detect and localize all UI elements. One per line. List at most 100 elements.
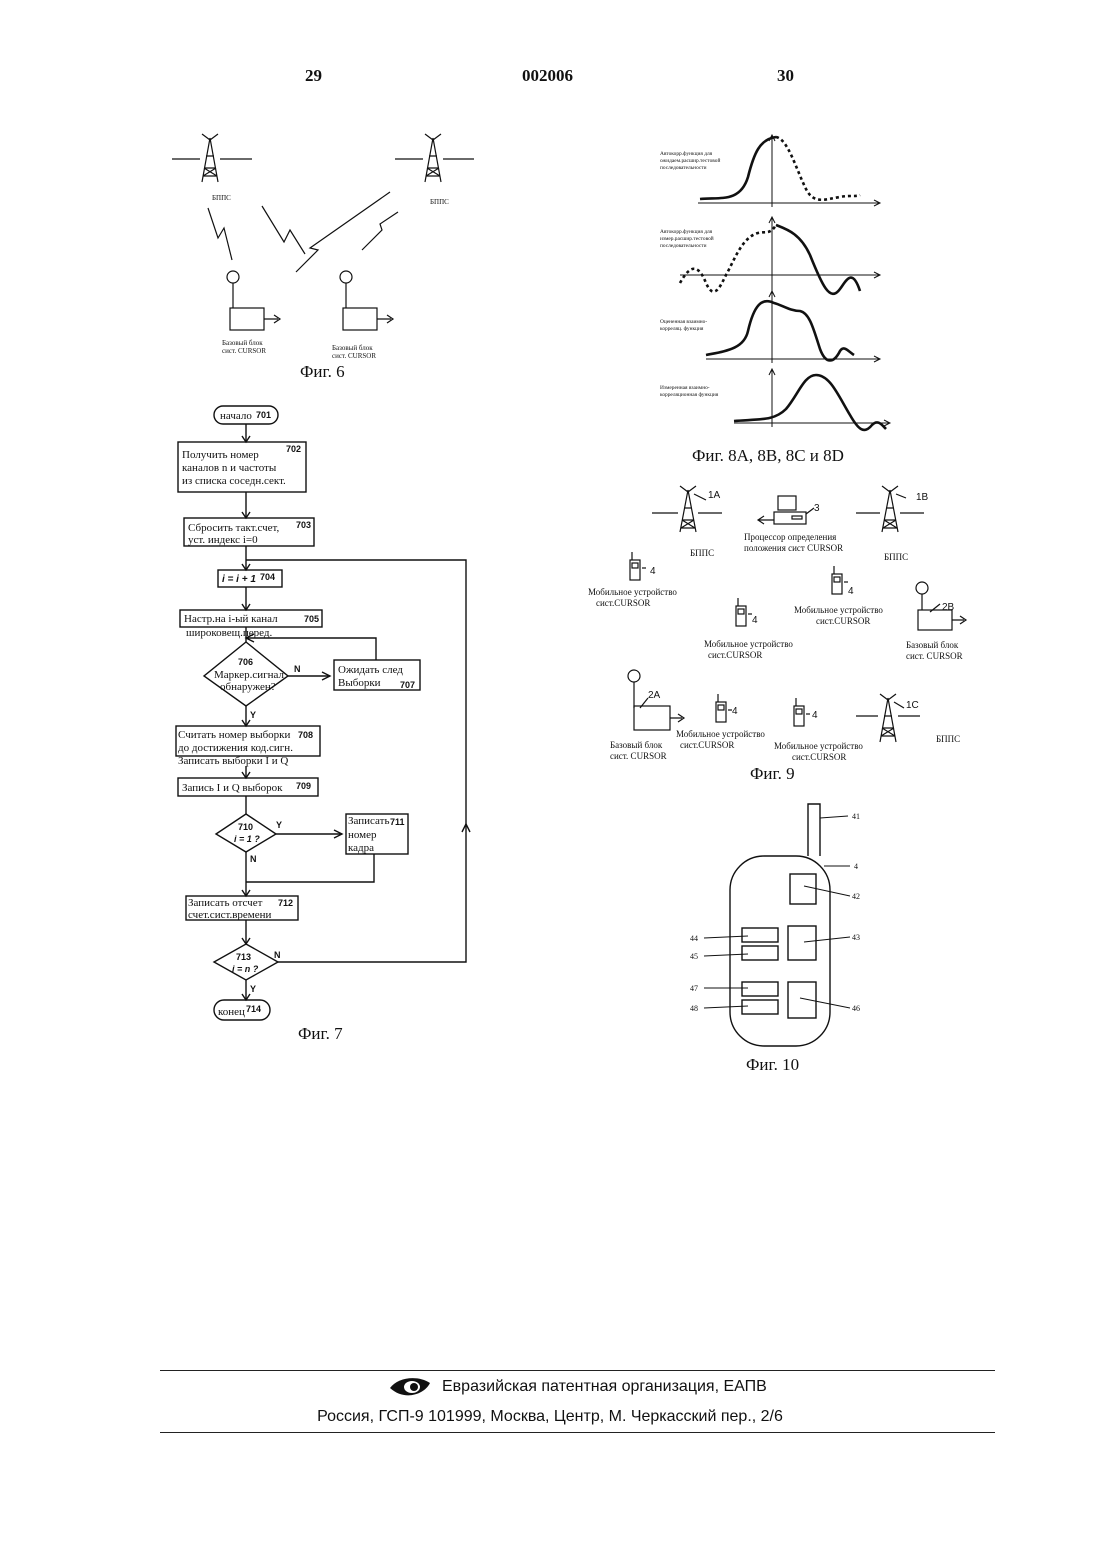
- ref-number: 2B: [942, 602, 955, 613]
- box-text: Выборки: [338, 677, 381, 689]
- branch-label: N: [250, 854, 257, 864]
- mobile-label: Мобильное устройство: [704, 639, 793, 649]
- correlation-curve: [734, 375, 886, 430]
- curve-label: последовательности: [660, 165, 707, 171]
- box-text: из списка соседн.сект.: [182, 475, 286, 487]
- figure-10: 41 4 42 43 44 45 46 47 48: [680, 800, 880, 1055]
- curve-label: корреляционная функция: [660, 391, 719, 398]
- step-number: 708: [298, 730, 313, 740]
- signal-path: [208, 208, 232, 260]
- mobile-phone-icon: [832, 566, 848, 594]
- ref-number: 47: [690, 984, 698, 993]
- base-unit-label: Базовый блок: [906, 640, 959, 650]
- step-number: 705: [304, 614, 319, 624]
- decision-713: [214, 944, 278, 980]
- mobile-phone-icon: [630, 552, 646, 580]
- ref-number: 2A: [648, 690, 661, 701]
- tower-label: БППС: [884, 552, 908, 562]
- curve-label: Оцененная взаимно-: [660, 319, 707, 325]
- box-text: Ожидать след: [338, 664, 403, 676]
- mobile-label: Мобильное устройство: [774, 741, 863, 751]
- decision-710: [216, 814, 276, 852]
- antenna: [808, 804, 820, 856]
- signal-path: [362, 212, 398, 250]
- box-text: номер: [348, 829, 377, 841]
- branch-label: Y: [250, 984, 256, 994]
- box-text: счет.сист.времени: [188, 909, 271, 921]
- figure-7-caption: Фиг. 7: [298, 1024, 343, 1044]
- tower-label: БППС: [212, 194, 231, 202]
- footer-rule-bottom: [160, 1432, 995, 1433]
- box-text: Сбросить такт.счет,: [188, 522, 279, 534]
- unit-label: Базовый блок: [332, 344, 373, 352]
- curve-label: Автокорр.функция для: [660, 150, 713, 157]
- figure-7-flowchart: начало 701 Получить номер каналов n и ча…: [170, 400, 480, 1025]
- step-number: 704: [260, 572, 275, 582]
- ref-number: 45: [690, 952, 698, 961]
- correlation-curve: [776, 225, 860, 294]
- ref-number: 4: [848, 586, 854, 597]
- mobile-label: сист.CURSOR: [596, 598, 650, 608]
- step-number: 714: [246, 1004, 261, 1014]
- base-unit-icon: [916, 582, 966, 630]
- step-number: 707: [400, 680, 415, 690]
- step-number: 702: [286, 444, 301, 454]
- document-number: 002006: [522, 66, 573, 86]
- decision-text: Маркер.сигнал: [214, 669, 285, 681]
- footer-org: Евразийская патентная организация, ЕАПВ: [442, 1378, 767, 1396]
- correlation-curve: [706, 301, 854, 360]
- curve-label: корреляц. функция: [660, 325, 704, 332]
- box-text: широковещ.перед.: [186, 627, 272, 639]
- block-48: [742, 1000, 778, 1014]
- ref-number: 4: [732, 706, 738, 717]
- page-number-right: 30: [777, 66, 794, 86]
- correlation-curve: [700, 137, 776, 199]
- ref-number: 4: [854, 862, 858, 871]
- box-text: до достижения код.сигн.: [178, 742, 293, 754]
- ref-number: 4: [812, 710, 818, 721]
- box-text: Записать отсчет: [188, 897, 263, 909]
- figure-8: Автокорр.функция для ожидаем.расшир.тест…: [650, 125, 895, 445]
- step-number: 703: [296, 520, 311, 530]
- tower-icon: [395, 134, 474, 182]
- tower-icon: [172, 134, 252, 182]
- unit-label: сист. CURSOR: [332, 352, 376, 360]
- box-text: i = i + 1: [222, 574, 256, 585]
- signal-path: [296, 192, 390, 272]
- ref-number: 46: [852, 1004, 860, 1013]
- branch-label: N: [274, 950, 281, 960]
- unit-label: Базовый блок: [222, 339, 263, 347]
- mobile-label: Мобильное устройство: [588, 587, 677, 597]
- figure-6: БППС БППС Базовый блок сист. CURSOR Базо…: [160, 120, 500, 395]
- tower-icon: [856, 486, 924, 532]
- block-45: [742, 946, 778, 960]
- figure-8-caption: Фиг. 8А, 8В, 8С и 8D: [692, 446, 844, 466]
- figure-6-caption: Фиг. 6: [300, 362, 345, 382]
- block-42: [790, 874, 816, 904]
- footer-rule-top: [160, 1370, 995, 1371]
- mobile-label: сист.CURSOR: [680, 740, 734, 750]
- step-number: 709: [296, 781, 311, 791]
- branch-label: Y: [250, 710, 256, 720]
- page-number-left: 29: [305, 66, 322, 86]
- correlation-curve: [776, 137, 860, 200]
- base-unit-label: сист. CURSOR: [906, 651, 963, 661]
- ref-number: 43: [852, 933, 860, 942]
- ref-number: 4: [650, 566, 656, 577]
- tower-label: БППС: [936, 734, 960, 744]
- computer-icon: [758, 496, 814, 524]
- curve-label: ожидаем.расшир.тестовой: [660, 157, 720, 164]
- decision-text: i = 1 ?: [234, 834, 260, 844]
- figure-9: 1A 1B 1C БППС БППС БППС 3 Процессор опре…: [580, 480, 980, 765]
- eapo-logo-icon: [388, 1375, 432, 1401]
- footer-address: Россия, ГСП-9 101999, Москва, Центр, М. …: [0, 1408, 1100, 1426]
- base-unit-label: Базовый блок: [610, 740, 663, 750]
- step-number: 701: [256, 410, 271, 420]
- ref-number: 48: [690, 1004, 698, 1013]
- branch-label: N: [294, 664, 301, 674]
- box-text: Запись I и Q выборок: [182, 782, 283, 794]
- block-47: [742, 982, 778, 996]
- signal-path: [262, 206, 305, 254]
- box-text: Получить номер: [182, 449, 259, 461]
- base-unit-label: сист. CURSOR: [610, 751, 667, 761]
